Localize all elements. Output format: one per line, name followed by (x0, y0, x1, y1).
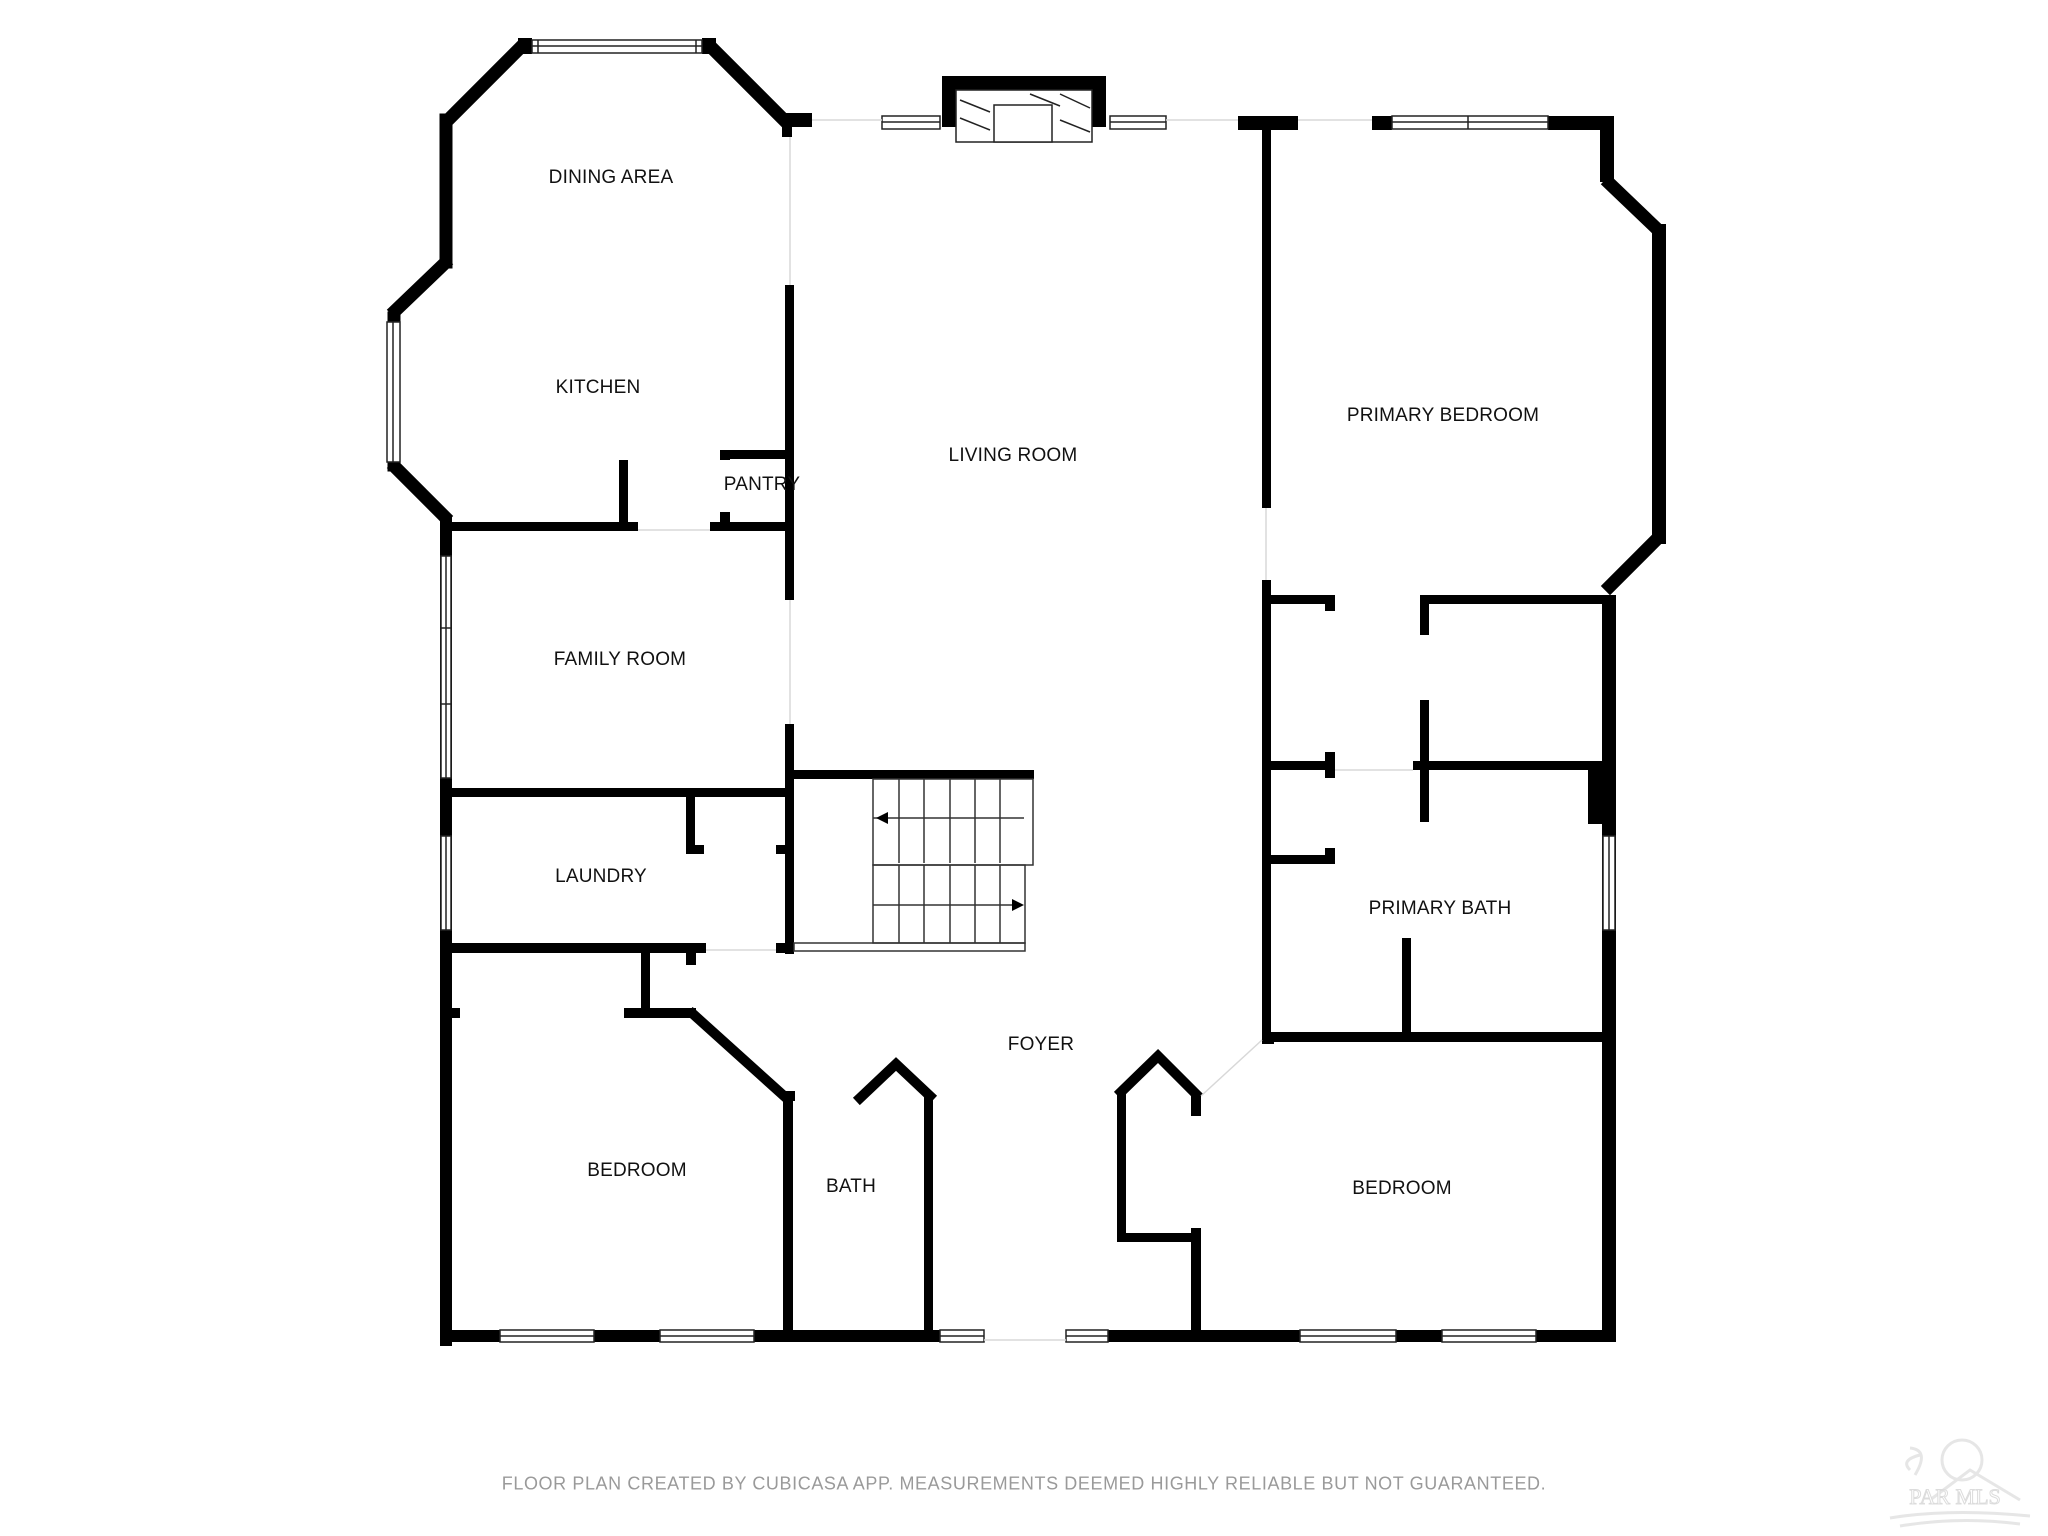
room-label-primary-bedroom: PRIMARY BEDROOM (1346, 405, 1540, 426)
disclaimer-text: FLOOR PLAN CREATED BY CUBICASA APP. MEAS… (501, 1473, 1547, 1494)
room-label-kitchen: KITCHEN (555, 377, 641, 398)
windows (386, 38, 1666, 1343)
door-openings (638, 119, 1413, 1341)
room-label-bath: BATH (825, 1176, 877, 1197)
par-mls-logo-icon: PAR MLS (1889, 1438, 2031, 1528)
room-label-dining-area: DINING AREA (548, 167, 674, 188)
svg-text:PAR MLS: PAR MLS (1909, 1484, 2001, 1509)
room-label-primary-bath: PRIMARY BATH (1368, 898, 1512, 919)
room-label-foyer: FOYER (1007, 1034, 1075, 1055)
room-label-family-room: FAMILY ROOM (553, 649, 687, 670)
room-label-bedroom-right: BEDROOM (1352, 1178, 1452, 1199)
fireplace-icon (955, 89, 1093, 143)
walls (387, 38, 1666, 1346)
stairs-icon (793, 778, 1034, 952)
room-label-laundry: LAUNDRY (555, 866, 647, 887)
room-label-pantry: PANTRY (723, 474, 801, 495)
room-label-bedroom-left: BEDROOM (587, 1160, 687, 1181)
room-label-living-room: LIVING ROOM (948, 445, 1078, 466)
